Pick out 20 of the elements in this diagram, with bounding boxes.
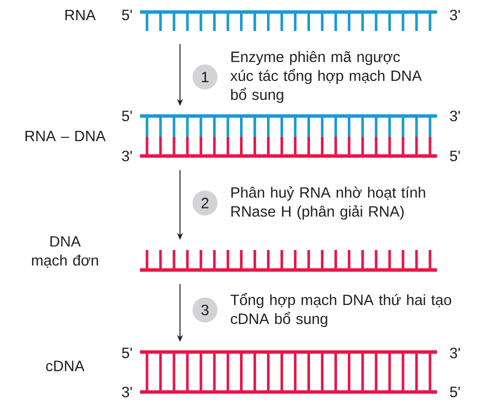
stage-label: RNA <box>65 10 96 20</box>
strand-end-label: 5' <box>122 110 132 122</box>
strand-end-label: 5' <box>122 10 132 20</box>
strand-end-label: 5' <box>450 386 460 398</box>
strand-end-label: 3' <box>450 110 460 122</box>
strand-end-label: 3' <box>450 348 460 358</box>
edge-label: Enzyme phiên mã ngược xúc tác tổng hợp mạch DNA bổ sung <box>230 51 422 103</box>
strand-end-label: 3' <box>450 10 460 20</box>
step-number-badge: 2 <box>192 190 218 216</box>
stage-label: cDNA <box>46 360 84 372</box>
strand-end-label: 3' <box>122 386 132 398</box>
step-number-badge: 1 <box>192 64 218 90</box>
strand-end-label: 3' <box>122 150 132 162</box>
strand-end-label: 5' <box>450 150 460 162</box>
stage-label: DNA mạch đơn <box>32 236 98 268</box>
strand-end-label: 5' <box>122 348 132 358</box>
edge-label: Tổng hợp mạch DNA thứ hai tạo cDNA bổ sung <box>230 292 452 328</box>
edge-label: Phân huỷ RNA nhờ hoạt tính RNase H (phân giải RNA) <box>231 186 426 220</box>
step-number-badge: 3 <box>192 298 218 322</box>
stage-label: RNA – DNA <box>26 130 106 142</box>
